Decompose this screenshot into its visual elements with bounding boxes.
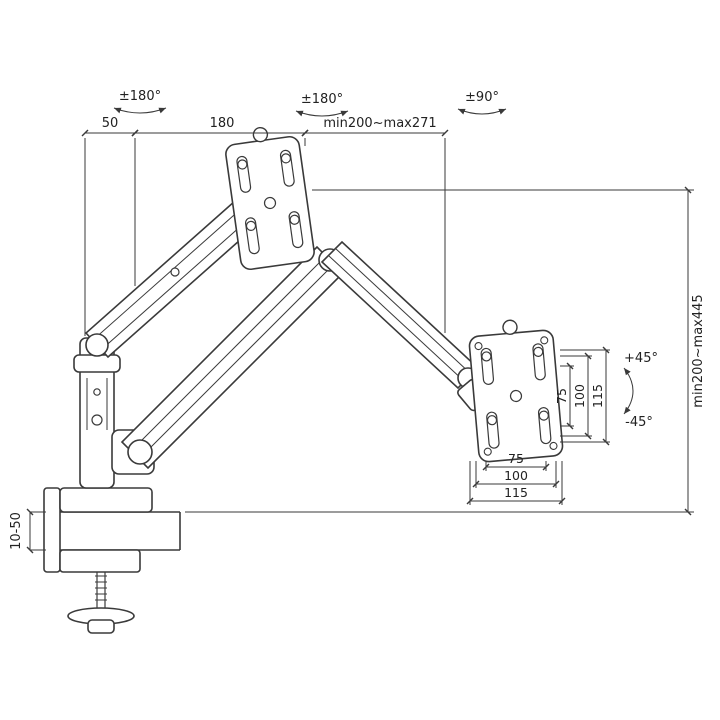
dimensions: 50 180 min200~max271 ±180° ±180° ±90° mi… xyxy=(9,89,706,554)
vesa-right-screw-4 xyxy=(538,410,549,421)
dim-label-h115: 115 xyxy=(504,485,528,500)
dim-label-clamp: 10-50 xyxy=(9,512,24,550)
vesa-right-screw-2 xyxy=(533,346,544,357)
vesa-top-screw-4 xyxy=(289,214,300,225)
arm2-seam2 xyxy=(334,247,472,375)
dim-label-v75: 75 xyxy=(554,388,569,404)
vesa-right-screw-1 xyxy=(481,351,492,362)
pole-screw xyxy=(91,414,103,426)
dim-clamp-range: 10-50 xyxy=(9,508,46,554)
dim-top-chain: 50 180 min200~max271 xyxy=(81,116,449,336)
rotation-arrow-left-icon xyxy=(113,107,167,114)
vesa-top-center-hole xyxy=(263,196,277,210)
vesa-top-screw-3 xyxy=(245,220,257,231)
pole-collar xyxy=(73,354,121,373)
dim-vesa-horizontal: 75 100 115 xyxy=(466,451,566,505)
pole xyxy=(73,337,155,489)
vesa-right-center-hole xyxy=(509,389,523,403)
rotation-annotations: ±180° ±180° ±90° xyxy=(113,89,507,117)
clamp-lower-jaw xyxy=(59,549,141,573)
vesa-top-screw-1 xyxy=(237,159,248,170)
joint-lower xyxy=(127,439,153,465)
dim-label-h75: 75 xyxy=(508,451,524,466)
dim-height: min200~max445 xyxy=(185,186,706,516)
screw-threads xyxy=(95,575,107,601)
vesa-right-hole-tr xyxy=(540,336,549,345)
dim-label-v100: 100 xyxy=(572,384,587,408)
dim-vesa-vertical: 75 100 115 xyxy=(554,346,610,446)
rotation-label-mid: ±180° xyxy=(301,92,343,107)
clamp-base-plate xyxy=(59,487,153,513)
dim-label-180: 180 xyxy=(210,116,235,131)
rotation-arrow-right-icon xyxy=(457,108,507,115)
desk-clamp xyxy=(43,487,181,634)
tilt-up-label: +45° xyxy=(624,351,658,366)
vesa-top-screw-2 xyxy=(280,153,292,164)
rotation-label-right: ±90° xyxy=(465,90,499,105)
clamp-front-bracket xyxy=(43,487,61,573)
dim-label-50: 50 xyxy=(102,116,119,131)
arm-link-seam1 xyxy=(138,263,335,460)
vesa-right-hole-bl xyxy=(483,447,492,456)
vesa-right-hole-br xyxy=(549,441,558,450)
pole-hole xyxy=(93,388,101,396)
dim-label-v115: 115 xyxy=(590,384,605,408)
rotation-arrow-mid-icon xyxy=(295,110,349,117)
vesa-right-hole-tl xyxy=(474,342,483,351)
arm2-body xyxy=(320,240,480,390)
rotation-label-left: ±180° xyxy=(119,89,161,104)
arm-link-seam2 xyxy=(130,255,327,452)
vesa-right-screw-3 xyxy=(486,415,498,426)
dim-label-reach: min200~max271 xyxy=(323,116,436,131)
tilt-down-label: -45° xyxy=(625,415,653,430)
clamp-knob-hub xyxy=(87,619,115,634)
vesa-right-knob xyxy=(502,319,518,335)
joint-pole-top xyxy=(85,333,109,357)
monitor-arm-drawing xyxy=(43,126,564,634)
vesa-plate-top xyxy=(225,126,315,271)
arm2-seam1 xyxy=(328,255,466,383)
tilt-annotation: +45° -45° xyxy=(623,351,658,430)
arm1-seam1 xyxy=(100,209,260,351)
vesa-plate-right-group xyxy=(457,319,564,463)
vesa-plate-right xyxy=(468,319,564,463)
arm1-tension-screw xyxy=(170,267,180,277)
tilt-arrow-icon xyxy=(623,367,634,415)
dim-label-h100: 100 xyxy=(504,468,528,483)
arm-gas-spring-right xyxy=(320,240,480,390)
dim-label-height: min200~max445 xyxy=(691,294,706,407)
